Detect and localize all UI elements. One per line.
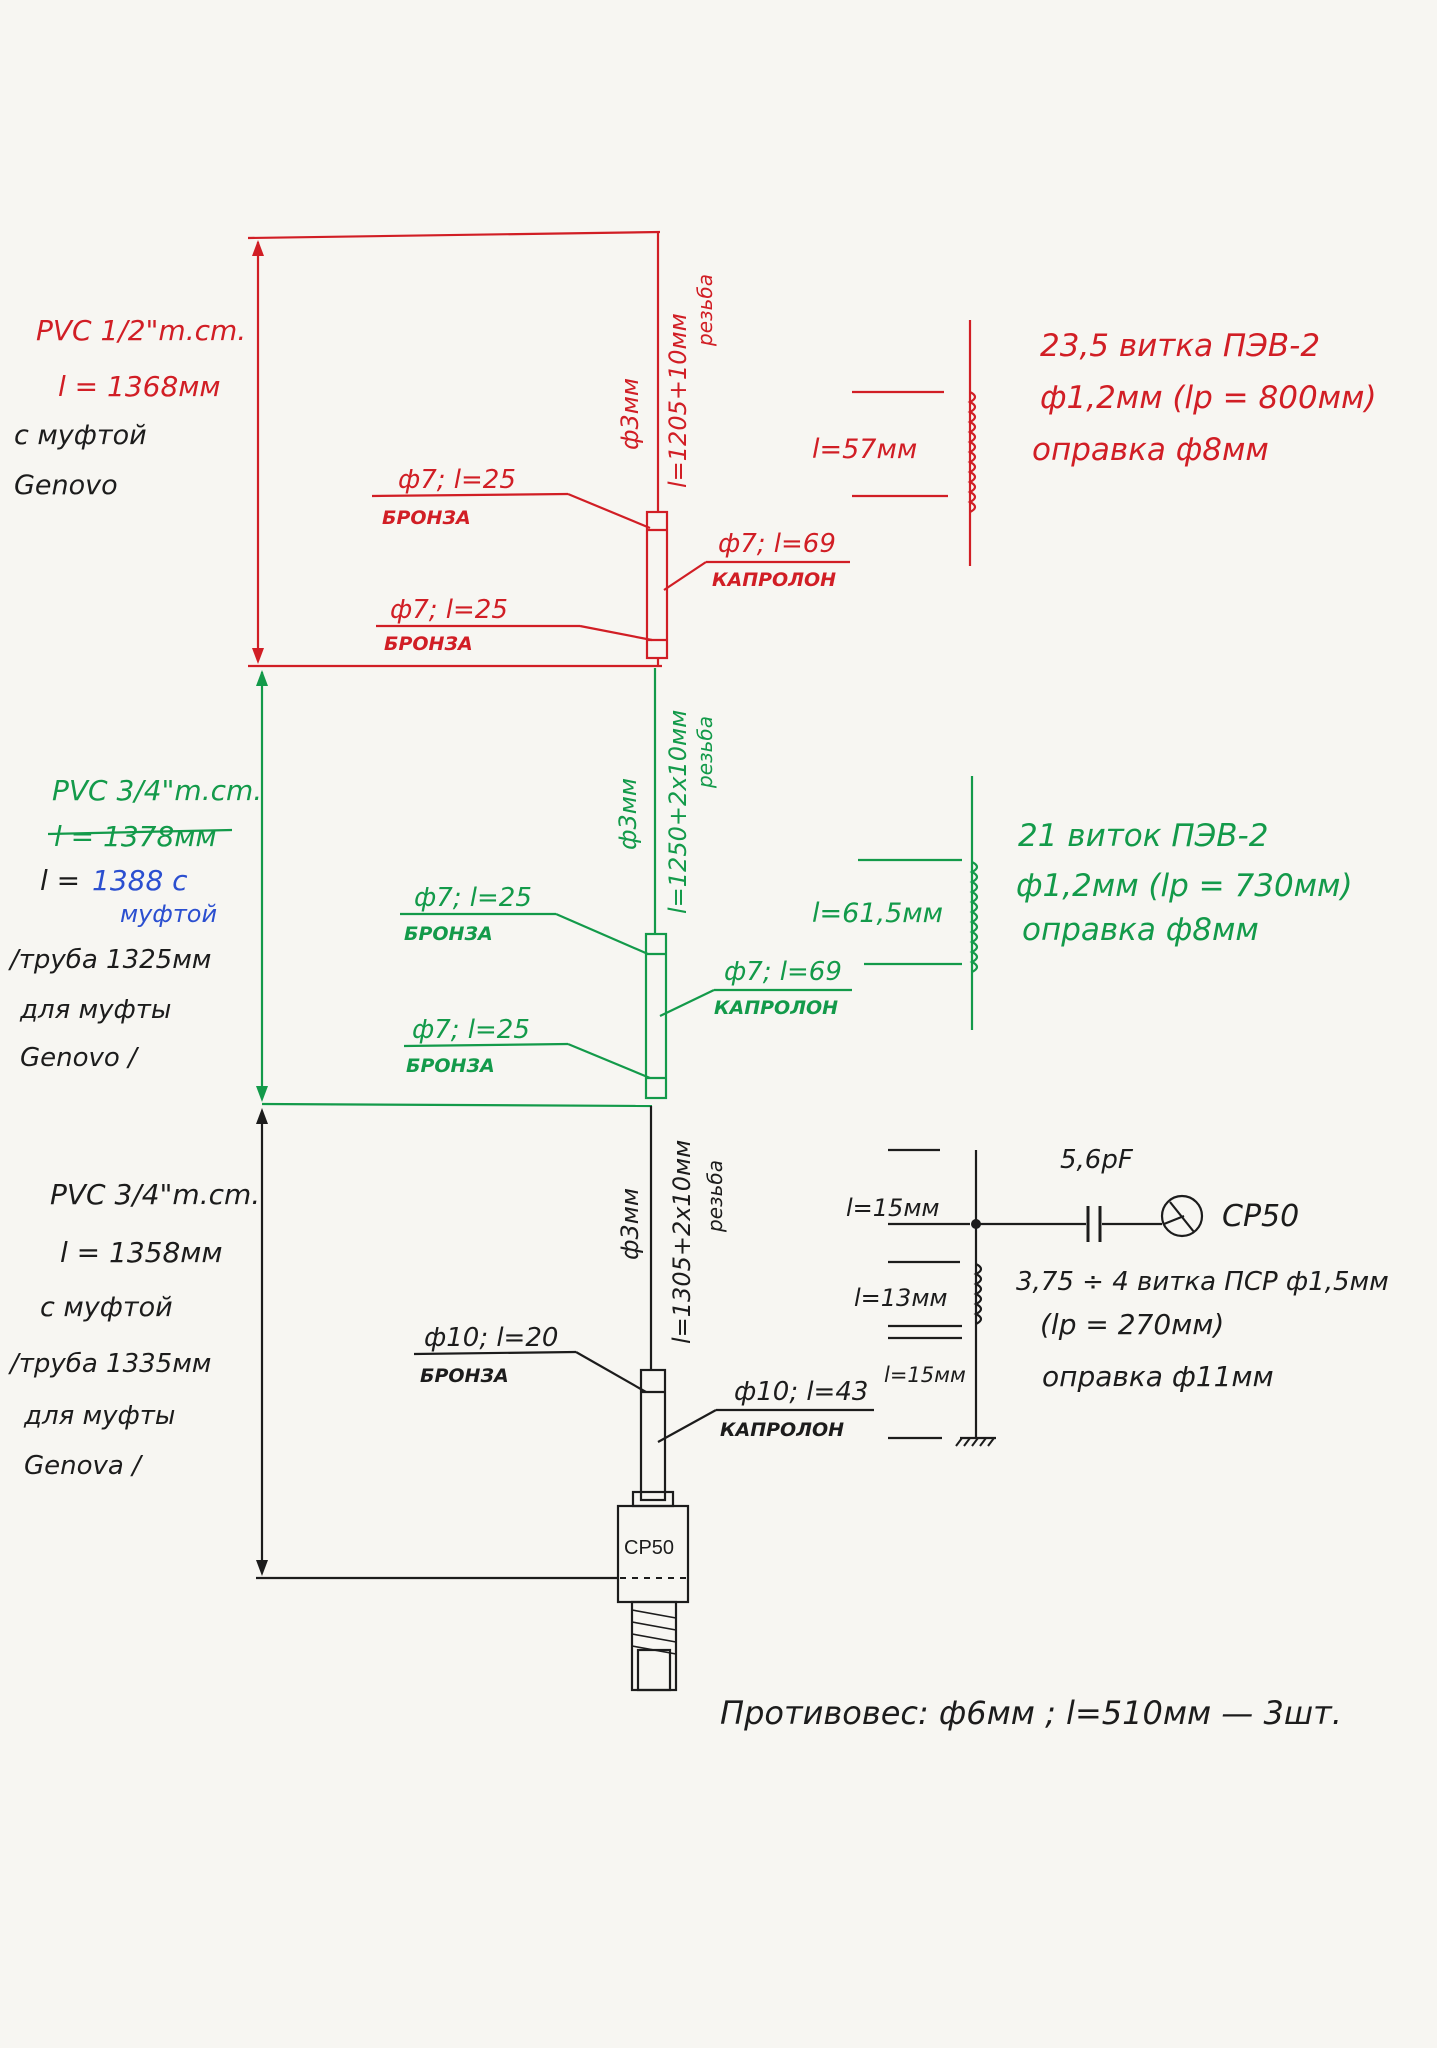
lower-tube-note-3: Genova /	[24, 1451, 144, 1481]
middle-kapron-leader	[659, 989, 715, 1017]
middle-coil-winding	[969, 861, 979, 973]
lower-pvc-label: PVC 3/4"m.cm.	[50, 1178, 260, 1211]
middle-tube-note-3: Genovo /	[20, 1043, 140, 1073]
lower-bronze-leader	[575, 1351, 647, 1393]
upper-kapron-mat: КАПРОЛОН	[712, 569, 836, 591]
middle-dim-arrow-bottom	[256, 1086, 268, 1102]
middle-length-prefix: l =	[40, 864, 80, 897]
upper-joint-body	[645, 510, 669, 660]
tap-top-label: l=15мм	[846, 1194, 940, 1222]
match-coil-form: оправка ф11мм	[1042, 1360, 1274, 1393]
lower-section: CP50 PVC 3/4"m.cm. l = 1358мм с муфтой /…	[8, 1106, 874, 1692]
middle-bronze-top-dim: ф7; l=25	[414, 883, 532, 913]
middle-tube-note-2: для муфты	[19, 995, 171, 1025]
upper-length-label: l = 1368мм	[58, 370, 221, 403]
lower-note-1: с муфтой	[40, 1292, 173, 1323]
upper-note-1: с муфтой	[14, 420, 147, 451]
middle-length-new: 1388 с	[92, 864, 188, 897]
middle-bronze-top-mat: БРОНЗА	[404, 923, 493, 945]
upper-section: PVC 1/2"m.cm. l = 1368мм с муфтой Genovo…	[14, 230, 1377, 668]
upper-kapron-leader	[663, 561, 707, 591]
middle-pvc-label: PVC 3/4"m.cm.	[52, 774, 262, 807]
coax-connector-symbol	[1160, 1194, 1204, 1238]
middle-tube-note-1: /труба 1325мм	[8, 945, 211, 975]
lower-thread-label: резьба	[703, 1160, 727, 1233]
lower-tube-note-1: /труба 1335мм	[8, 1349, 211, 1379]
ground-hatch	[955, 1437, 995, 1447]
lower-dim-arrow-bottom	[256, 1560, 268, 1576]
matching-circuit: l=15мм l=13мм l=15мм 5,6pF CP50 3,75 ÷ 4…	[846, 1145, 1389, 1447]
tap-mid-label: l=13мм	[854, 1284, 948, 1312]
lower-bronze-underline	[413, 1350, 577, 1356]
match-coil-wire: (lр = 270мм)	[1040, 1308, 1224, 1341]
upper-bronze-top-underline	[371, 492, 569, 498]
upper-coil-wire: ф1,2мм (lр = 800мм)	[1040, 380, 1377, 416]
upper-dim-arrow-bottom	[252, 648, 264, 664]
upper-bronze-bottom-leader	[579, 624, 653, 642]
middle-wire-diameter: ф3мм	[614, 778, 642, 850]
lower-thread-hatch	[631, 1609, 677, 1655]
upper-coil-form: оправка ф8мм	[1032, 432, 1269, 468]
upper-thread-label: резьба	[693, 274, 717, 347]
match-coil-winding	[973, 1263, 983, 1325]
lower-length-label: l = 1358мм	[60, 1236, 223, 1269]
middle-length-old: l = 1378мм	[54, 820, 217, 853]
upper-wire-length: l=1205+10мм	[664, 313, 692, 488]
lower-connector-label: CP50	[624, 1537, 674, 1559]
upper-bronze-bottom-mat: БРОНЗА	[384, 633, 473, 655]
lower-kapron-dim: ф10; l=43	[734, 1377, 868, 1407]
middle-bronze-top-leader	[555, 912, 649, 956]
middle-joint-body	[644, 932, 668, 1100]
upper-coil-winding	[967, 391, 977, 513]
upper-kapron-dim: ф7; l=69	[718, 529, 836, 559]
coax-shield-mark	[1169, 1201, 1195, 1233]
coax-connector-label: CP50	[1222, 1199, 1299, 1234]
upper-coil-length: l=57мм	[812, 434, 917, 465]
middle-coil-length: l=61,5мм	[812, 898, 943, 929]
middle-kapron-dim: ф7; l=69	[724, 957, 842, 987]
middle-length-new-2: муфтой	[120, 900, 217, 928]
upper-bronze-top-dim: ф7; l=25	[398, 465, 516, 495]
upper-bronze-top-mat: БРОНЗА	[382, 507, 471, 529]
lower-dim-arrow-top	[256, 1108, 268, 1124]
upper-dim-arrow-top	[252, 240, 264, 256]
middle-bronze-bottom-mat: БРОНЗА	[406, 1055, 495, 1077]
middle-length-strike	[47, 828, 233, 836]
upper-note-2: Genovo	[14, 470, 118, 501]
middle-wire-length: l=1250+2x10мм	[664, 710, 692, 914]
middle-kapron-mat: КАПРОЛОН	[714, 997, 838, 1019]
counterweight-note: Противовес: ф6мм ; l=510мм — 3шт.	[720, 1694, 1342, 1732]
middle-dim-arrow-top	[256, 670, 268, 686]
lower-tube-note-2: для муфты	[23, 1401, 175, 1431]
lower-kapron-mat: КАПРОЛОН	[720, 1419, 844, 1441]
middle-thread-label: резьба	[693, 716, 717, 789]
upper-wire-diameter: ф3мм	[616, 378, 644, 450]
lower-joint-body	[639, 1368, 667, 1502]
upper-coil-turns: 23,5 витка ПЭВ-2	[1040, 328, 1320, 364]
middle-bronze-bottom-dim: ф7; l=25	[412, 1015, 530, 1045]
lower-wire-length: l=1305+2x10мм	[668, 1140, 696, 1344]
lower-bronze-dim: ф10; l=20	[424, 1323, 558, 1353]
coax-center-lead	[1163, 1214, 1185, 1226]
middle-bronze-bottom-underline	[403, 1042, 569, 1048]
middle-coil-turns: 21 виток ПЭВ-2	[1018, 818, 1268, 854]
middle-coil-wire: ф1,2мм (lр = 730мм)	[1016, 868, 1353, 904]
lower-connector-pin	[636, 1648, 672, 1692]
upper-top-extension-line	[247, 230, 661, 240]
lower-bronze-mat: БРОНЗА	[420, 1365, 509, 1387]
lower-wire-diameter: ф3мм	[616, 1188, 644, 1260]
middle-bronze-bottom-leader	[567, 1042, 651, 1080]
middle-coil-form: оправка ф8мм	[1022, 912, 1259, 948]
tap-bottom-label: l=15мм	[884, 1363, 966, 1387]
middle-section: PVC 3/4"m.cm. l = 1378мм l = 1388 с муфт…	[8, 668, 1353, 1108]
capacitor-label: 5,6pF	[1060, 1145, 1134, 1175]
match-coil-turns: 3,75 ÷ 4 витка ПСР ф1,5мм	[1016, 1267, 1389, 1297]
upper-pvc-label: PVC 1/2"m.cm.	[36, 314, 246, 347]
lower-kapron-leader	[657, 1409, 717, 1443]
middle-bottom-extension-line	[261, 1102, 653, 1108]
upper-bronze-top-leader	[567, 492, 651, 530]
upper-bronze-bottom-dim: ф7; l=25	[390, 595, 508, 625]
